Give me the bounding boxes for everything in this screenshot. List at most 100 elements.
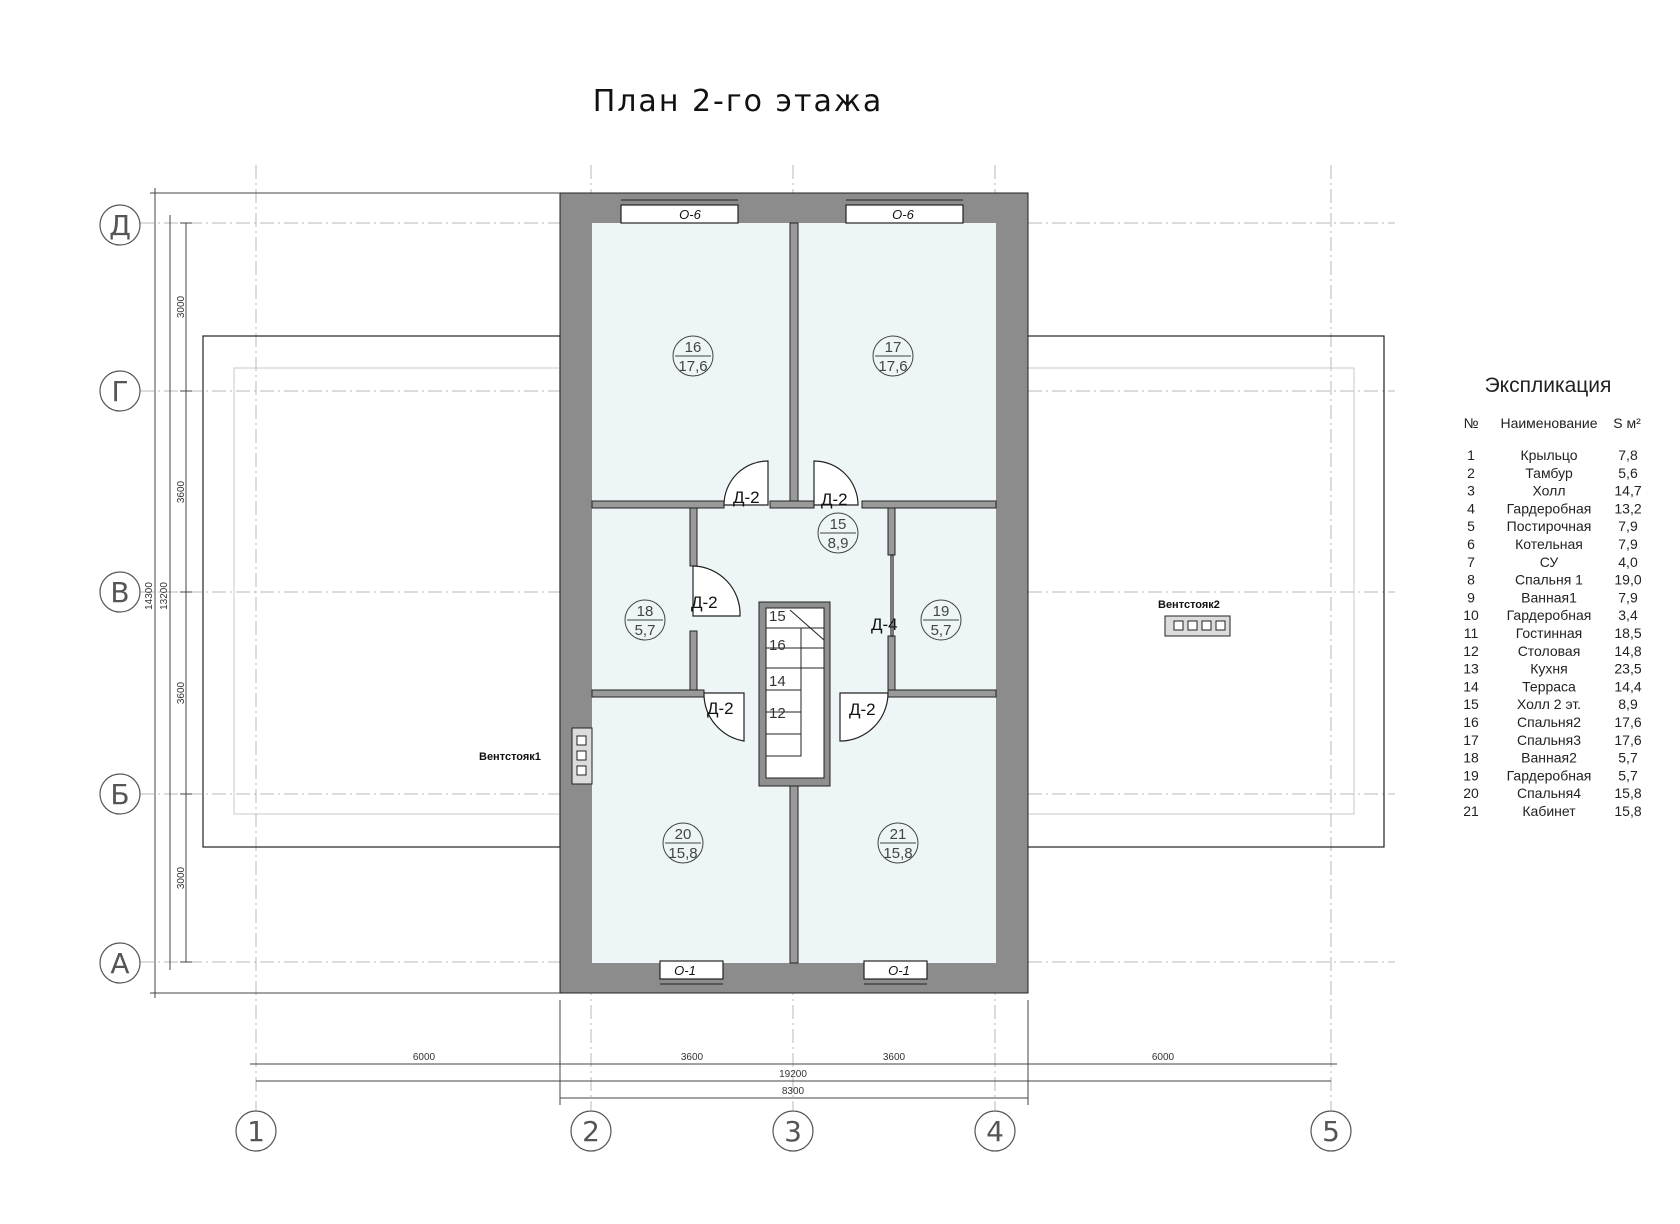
door-label-2: Д-2 — [821, 490, 848, 509]
window-top-2-label: О-6 — [892, 207, 914, 222]
bottom-dim-2: 3600 — [681, 1052, 704, 1063]
svg-text:5,7: 5,7 — [635, 622, 656, 639]
explication-row-area: 4,0 — [1618, 554, 1638, 570]
svg-text:18: 18 — [637, 603, 654, 620]
vent-shafts: Вентстояк1 Вентстояк2 — [479, 599, 1231, 785]
svg-text:Б: Б — [110, 778, 129, 811]
svg-text:17,6: 17,6 — [678, 358, 707, 375]
explication-row-num: 10 — [1463, 607, 1479, 623]
explication-row-name: Кабинет — [1522, 803, 1576, 819]
window-top-1-label: О-6 — [679, 207, 701, 222]
explication-row-num: 13 — [1463, 661, 1479, 677]
axis-bubble-1: 1 — [235, 1110, 277, 1152]
explication-row-num: 7 — [1467, 554, 1475, 570]
explication-header-area: S м² — [1613, 415, 1641, 431]
wall-mid-top-right — [861, 500, 997, 509]
explication-row-name: Гардеробная — [1507, 767, 1592, 783]
explication-row-area: 14,7 — [1614, 483, 1641, 499]
room-tag-18: 18 5,7 — [624, 599, 666, 641]
explication-row-num: 5 — [1467, 518, 1475, 534]
explication-row-num: 15 — [1463, 696, 1479, 712]
explication-row-name: Гардеробная — [1507, 607, 1592, 623]
axis-bubble-5: 5 — [1310, 1110, 1352, 1152]
window-top-2 — [845, 204, 964, 224]
left-dim-4: 3000 — [176, 866, 187, 889]
explication-row-num: 17 — [1463, 732, 1479, 748]
svg-text:17: 17 — [885, 339, 902, 356]
svg-text:8,9: 8,9 — [828, 535, 849, 552]
svg-text:19: 19 — [933, 603, 950, 620]
door-label-6: Д-2 — [849, 700, 876, 719]
window-top-1 — [620, 204, 739, 224]
svg-text:16: 16 — [685, 339, 702, 356]
svg-text:3: 3 — [784, 1115, 802, 1148]
axis-bubble-4: 4 — [974, 1110, 1016, 1152]
explication-row-name: Холл 2 эт. — [1517, 696, 1581, 712]
svg-text:5: 5 — [1322, 1115, 1340, 1148]
explication-row-area: 15,8 — [1614, 803, 1641, 819]
roof-right-inner — [1026, 367, 1355, 815]
explication-row-area: 14,8 — [1614, 643, 1641, 659]
svg-text:В: В — [110, 576, 129, 609]
door-swing-19 — [890, 554, 894, 637]
explication-row-name: Ванная1 — [1521, 589, 1577, 605]
explication-row-num: 20 — [1463, 785, 1479, 801]
bottom-dimensions: 6000 3600 3600 6000 19200 8300 — [250, 1000, 1337, 1105]
explication-row: 7 СУ 4,0 — [1467, 554, 1638, 570]
room-tag-19: 19 5,7 — [920, 599, 962, 641]
wall-18-lower — [689, 630, 698, 691]
window-bottom-2 — [863, 960, 928, 980]
door-swing-20 — [703, 692, 745, 742]
left-dimensions: 3000 3600 3600 3000 14300 13200 — [144, 188, 560, 998]
svg-text:5,7: 5,7 — [931, 622, 952, 639]
explication-row-num: 2 — [1467, 465, 1475, 481]
explication-row-num: 6 — [1467, 536, 1475, 552]
windows: О-6 О-6 О-1 О-1 — [620, 199, 964, 985]
explication-row-num: 14 — [1463, 678, 1479, 694]
stair-step-label-3: 14 — [769, 673, 786, 690]
explication-row-area: 8,9 — [1618, 696, 1638, 712]
explication-row-area: 7,9 — [1618, 536, 1638, 552]
interior-walls — [591, 222, 997, 964]
door-swing-21 — [839, 692, 889, 742]
explication-row-area: 3,4 — [1618, 607, 1638, 623]
explication-row-area: 14,4 — [1614, 678, 1641, 694]
svg-text:20: 20 — [675, 826, 692, 843]
explication-row-name: Крыльцо — [1520, 447, 1577, 463]
explication-row-name: Терраса — [1522, 678, 1576, 694]
axis-bubble-2: 2 — [570, 1110, 612, 1152]
explication-row: 10 Гардеробная 3,4 — [1463, 607, 1638, 623]
explication-row-area: 13,2 — [1614, 500, 1641, 516]
room-tag-15: 15 8,9 — [817, 512, 859, 554]
plan-title: План 2-го этажа — [593, 84, 884, 119]
wall-mid-bottom-left — [591, 689, 705, 698]
vent-label-1: Вентстояк1 — [479, 751, 541, 763]
wall-19-upper — [887, 507, 896, 556]
room-tags: 16 17,6 17 17,6 15 8,9 18 5,7 19 5,7 — [624, 335, 962, 864]
explication-row-area: 7,9 — [1618, 589, 1638, 605]
svg-text:15,8: 15,8 — [668, 845, 697, 862]
explication-row-area: 5,7 — [1618, 767, 1638, 783]
svg-text:Г: Г — [111, 375, 128, 408]
explication-row-area: 19,0 — [1614, 572, 1641, 588]
vent-label-2: Вентстояк2 — [1158, 599, 1220, 611]
explication-row-area: 17,6 — [1614, 714, 1641, 730]
explication-row-name: Спальня3 — [1517, 732, 1581, 748]
room-tag-17: 17 17,6 — [872, 335, 914, 377]
svg-text:А: А — [110, 947, 129, 980]
explication-row-name: СУ — [1540, 554, 1559, 570]
explication-row-area: 7,9 — [1618, 518, 1638, 534]
stair-step-label-1: 15 — [769, 608, 786, 625]
